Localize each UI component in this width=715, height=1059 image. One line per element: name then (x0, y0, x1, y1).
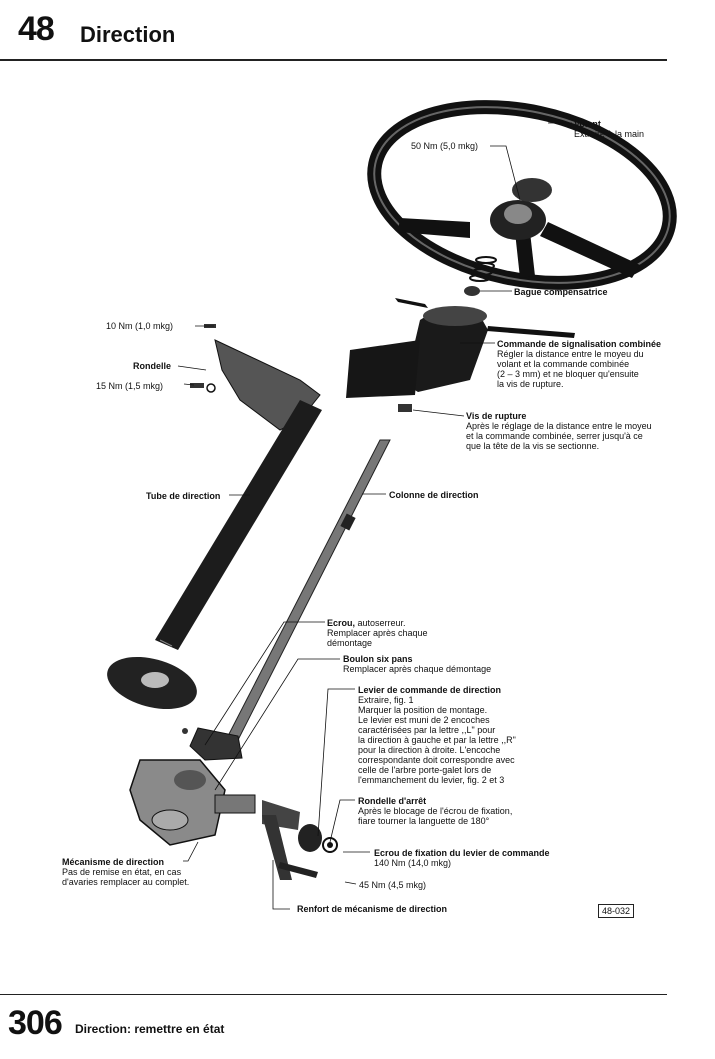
label-volant: Volant Extraire à la main (574, 119, 645, 139)
label-ecrou-fixation: Ecrou de fixation du levier de commande … (374, 848, 550, 868)
label-torque-45: 45 Nm (4,5 mkg) (359, 880, 427, 890)
label-bague: Bague compensatrice (514, 287, 608, 297)
label-boulon: Boulon six pans Remplacer après chaque d… (343, 654, 492, 674)
steering-wheel (367, 100, 677, 290)
label-torque-50: 50 Nm (5,0 mkg) (411, 141, 479, 151)
label-tube: Tube de direction (146, 491, 221, 501)
leader-lines (177, 122, 572, 910)
chapter-number: 48 (18, 10, 55, 48)
chapter-title: Direction (80, 22, 176, 47)
label-mecanisme: Mécanisme de direction Pas de remise en … (62, 857, 190, 887)
pitman-arm (262, 800, 338, 880)
label-commande: Commande de signalisation combinée Régle… (497, 339, 662, 389)
label-torque-10: 10 Nm (1,0 mkg) (106, 321, 174, 331)
leader-torque-50 (490, 145, 521, 201)
label-colonne: Colonne de direction (389, 490, 479, 500)
steering-tube (107, 400, 322, 710)
label-vis-rupture: Vis de rupture Après le réglage de la di… (466, 411, 652, 451)
compensating-spring (469, 256, 497, 282)
footer-title: Direction: remettre en état (75, 1022, 225, 1036)
page-number: 306 (8, 1004, 63, 1042)
combination-switch (346, 298, 575, 398)
label-rondelle: Rondelle (133, 361, 172, 371)
figure-reference: 48-032 (598, 904, 635, 918)
label-renfort: Renfort de mécanisme de direction (297, 904, 448, 914)
bottom-rule (0, 994, 667, 995)
label-rondelle-arret: Rondelle d'arrêt Après le blocage de l'é… (358, 796, 513, 826)
top-rule (0, 59, 667, 61)
label-ecrou: Ecrou, autoserreur. Remplacer après chaq… (327, 618, 428, 648)
steering-box (129, 759, 256, 846)
coupling-joint (182, 727, 243, 761)
label-torque-15: 15 Nm (1,5 mkg) (96, 381, 164, 391)
label-levier: Levier de commande de direction Extraire… (358, 685, 516, 785)
